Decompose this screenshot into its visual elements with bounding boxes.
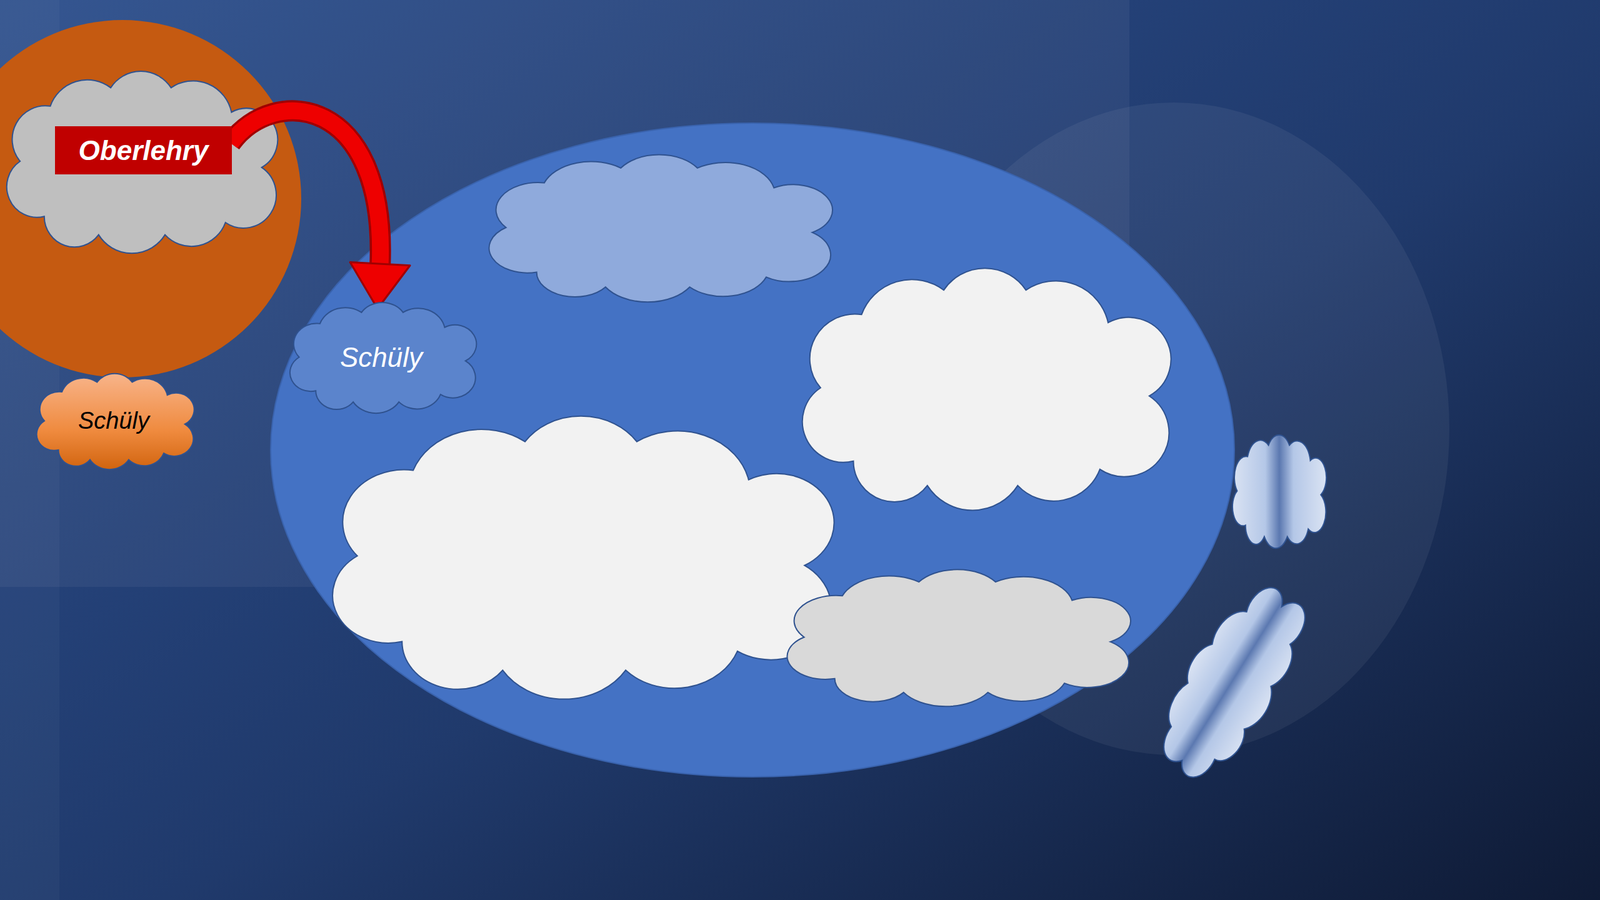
node-text: Schüly [340,341,423,374]
cloud-node: Schüly [35,372,192,470]
main-ellipse [270,123,1235,777]
gray-cloud-lower [787,569,1131,707]
node-text: Oberlehry [78,135,209,167]
striped-cloud [1232,435,1327,549]
label-box: Oberlehry [55,126,232,175]
curved-arrow [230,110,410,309]
cloud-node: Schüly [288,301,474,414]
node-text: Schüly [78,407,150,435]
light-blue-cloud [489,155,833,303]
orange-circle [0,20,302,378]
striped-cloud-tilted [1139,571,1324,793]
big-white-cloud [332,416,834,700]
gray-cloud [6,71,278,254]
white-cloud [802,268,1172,510]
